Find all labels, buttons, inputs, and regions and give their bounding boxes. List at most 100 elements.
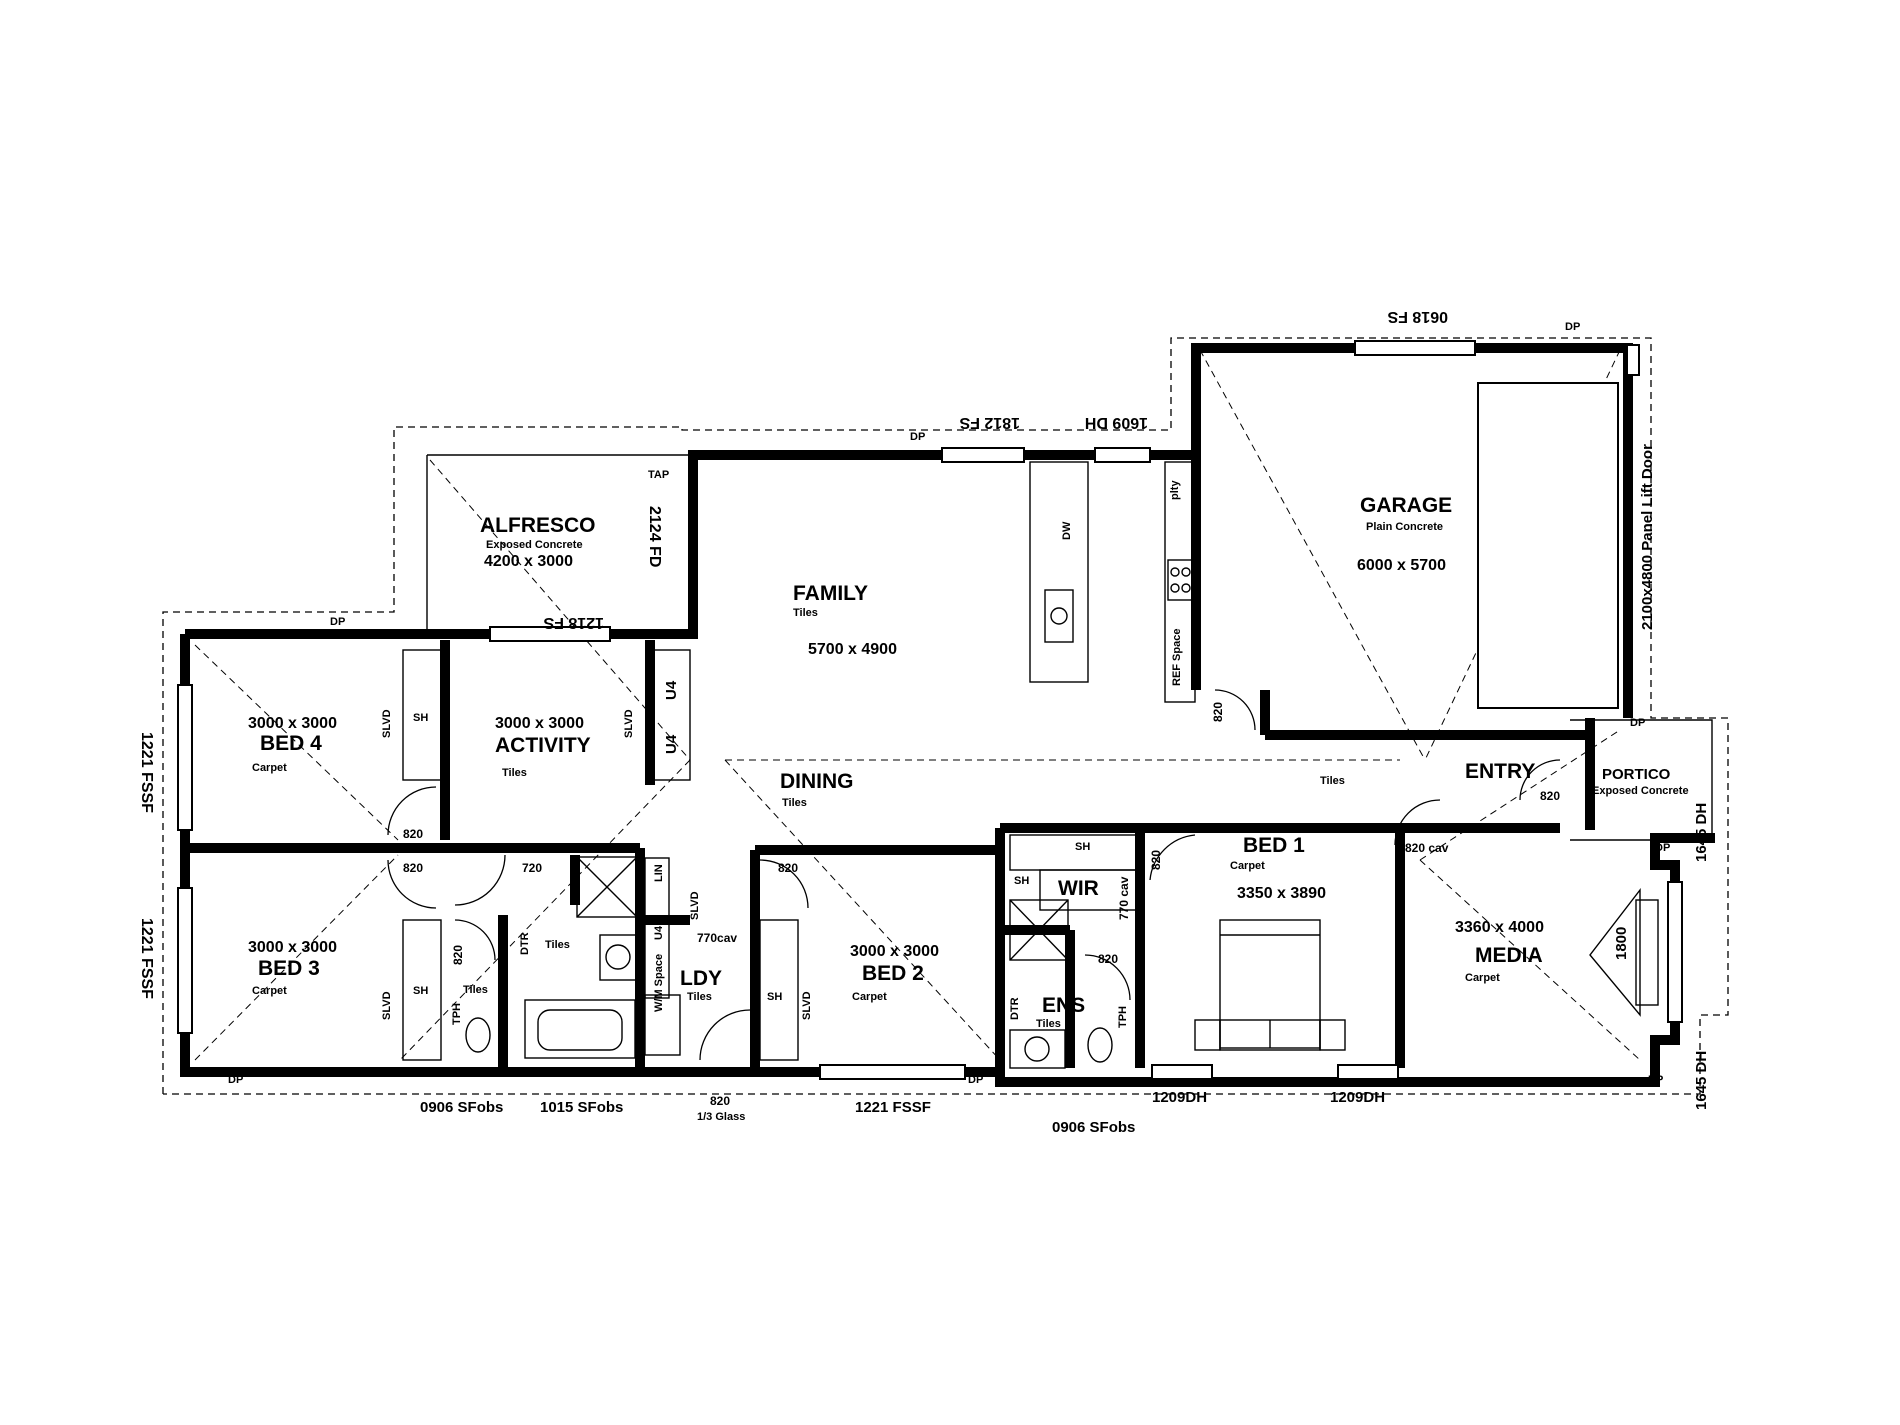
door-label-bed4: 820 <box>403 827 423 841</box>
tap-label: TAP <box>648 469 669 481</box>
floor-finish: Carpet <box>1230 860 1265 872</box>
dishwasher-label: DW <box>1061 521 1073 540</box>
floor-finish: Plain Concrete <box>1366 521 1443 533</box>
downpipe-label: DP <box>330 616 345 628</box>
windows <box>177 340 1683 1080</box>
door-labels: 820 820 720 820 820 820 1/3 Glass 770cav… <box>403 702 1560 1123</box>
fridge-space-label: REF Space <box>1171 629 1183 686</box>
window-label-bath-bottom: 1015 SFobs <box>540 1099 623 1116</box>
downpipe-label: DP <box>1655 842 1670 854</box>
sliding-robe-label: SLVD <box>801 991 813 1020</box>
room-name: BED 2 <box>862 962 924 985</box>
downpipe-label: DP <box>1630 717 1645 729</box>
room-name: DINING <box>780 770 854 793</box>
room-media: 3360 x 4000 MEDIA Carpet <box>1455 919 1544 984</box>
room-dims: 3000 x 3000 <box>248 715 337 732</box>
floor-finish: Carpet <box>252 762 287 774</box>
room-bed2: 3000 x 3000 BED 2 Carpet <box>850 943 939 1003</box>
window-label-bed1-a: 1209DH <box>1152 1089 1207 1106</box>
room-entry: ENTRY Tiles <box>1320 760 1535 787</box>
room-name: BED 1 <box>1243 834 1305 857</box>
floor-finish: Carpet <box>252 985 287 997</box>
room-name: GARAGE <box>1360 494 1452 517</box>
window-label-bed1-b: 1209DH <box>1330 1089 1385 1106</box>
door-note-ldy-ext: 1/3 Glass <box>697 1111 745 1123</box>
door-label-bed3: 820 <box>403 861 423 875</box>
towel-rail-label: DTR <box>519 932 531 955</box>
toilet-roll-label: TPH <box>451 1003 463 1025</box>
shelf-label: SH <box>1075 841 1090 853</box>
room-garage: GARAGE Plain Concrete 6000 x 5700 <box>1357 494 1452 574</box>
floor-finish: Tiles <box>502 767 527 779</box>
floor-finish: Tiles <box>793 607 818 619</box>
floor-finish: Tiles <box>1320 775 1345 787</box>
downpipe-label: DP <box>968 1074 983 1086</box>
room-name: FAMILY <box>793 582 868 605</box>
room-dims: 3000 x 3000 <box>248 939 337 956</box>
room-dims: 3350 x 3890 <box>1237 885 1326 902</box>
room-name: BED 4 <box>260 732 322 755</box>
window-label-bed3-bottom: 0906 SFobs <box>420 1099 503 1116</box>
room-dims: 3000 x 3000 <box>495 715 584 732</box>
sliding-robe-label: SLVD <box>381 991 393 1020</box>
downpipe-label: DP <box>1648 1074 1663 1086</box>
window-label-alfresco-fs: 1218 FS <box>543 614 604 631</box>
floor-finish: Exposed Concrete <box>1592 785 1689 797</box>
robes-and-fittings <box>402 649 1659 1069</box>
room-bed3: 3000 x 3000 BED 3 Carpet <box>248 939 337 997</box>
room-name: LDY <box>680 967 722 990</box>
cupboard-label: U4 <box>663 680 680 700</box>
room-name: ACTIVITY <box>495 734 591 757</box>
door-label-bath: 720 <box>522 861 542 875</box>
room-bed4: 3000 x 3000 BED 4 Carpet <box>248 715 337 774</box>
downpipe-label: DP <box>228 1074 243 1086</box>
room-dims: 4200 x 3000 <box>484 553 573 570</box>
room-ldy: LDY Tiles <box>680 967 722 1003</box>
interior-walls <box>185 640 1595 1068</box>
window-label-alfresco-fd: 2124 FD <box>646 506 663 567</box>
window-label-family-dh: 1609 DH <box>1085 414 1148 431</box>
downpipe-label: DP <box>1565 321 1580 333</box>
window-label-family-fs: 1812 FS <box>959 414 1020 431</box>
room-dims: 5700 x 4900 <box>808 641 897 658</box>
door-label-ldy-cav: 770cav <box>697 931 737 945</box>
window-labels: 0618 FS 1812 FS 1609 DH 1218 FS 2124 FD … <box>138 308 1710 1136</box>
floor-finish: Carpet <box>852 991 887 1003</box>
window-label-media-top: 1645 DH <box>1693 803 1710 862</box>
sliding-robe-label: SLVD <box>381 709 393 738</box>
shelf-label: SH <box>767 991 782 1003</box>
floor-finish: Tiles <box>463 984 488 996</box>
door-label-wir-cav: 770 cav <box>1117 876 1131 920</box>
floor-finish: Tiles <box>687 991 712 1003</box>
door-swings <box>387 689 1561 1061</box>
door-label-bed1: 820 <box>1149 850 1163 870</box>
sliding-robe-label: SLVD <box>689 891 701 920</box>
room-dining: DINING Tiles <box>780 770 854 809</box>
cupboard-label: U4 <box>653 925 665 940</box>
room-alfresco: ALFRESCO Exposed Concrete 4200 x 3000 <box>480 514 596 570</box>
room-bath: Tiles <box>545 939 570 951</box>
room-name: ALFRESCO <box>480 514 596 537</box>
room-dims: 3360 x 4000 <box>1455 919 1544 936</box>
room-name: BED 3 <box>258 957 320 980</box>
floor-finish: Tiles <box>1036 1018 1061 1030</box>
window-label-media-bottom: 1645 DH <box>1693 1051 1710 1110</box>
room-ens: ENS Tiles <box>1036 994 1085 1030</box>
kitchen <box>1029 461 1196 703</box>
door-label-media-cav: 820 cav <box>1405 841 1449 855</box>
room-wc: Tiles <box>463 984 488 996</box>
floor-finish: Carpet <box>1465 972 1500 984</box>
door-label-bed2: 820 <box>778 861 798 875</box>
room-bed1: BED 1 Carpet 3350 x 3890 <box>1230 834 1326 902</box>
door-label-ens: 820 <box>1098 952 1118 966</box>
pantry-label: plty <box>1169 480 1181 500</box>
floor-finish: Exposed Concrete <box>486 539 583 551</box>
room-dims: 6000 x 5700 <box>1357 557 1446 574</box>
linen-label: LIN <box>653 864 665 882</box>
media-bay-label: 1800 <box>1613 927 1630 960</box>
downpipe-label: DP <box>910 431 925 443</box>
window-label-bed2-bottom: 1221 FSSF <box>855 1099 931 1116</box>
shelf-label: SH <box>413 712 428 724</box>
room-name: PORTICO <box>1602 766 1671 783</box>
